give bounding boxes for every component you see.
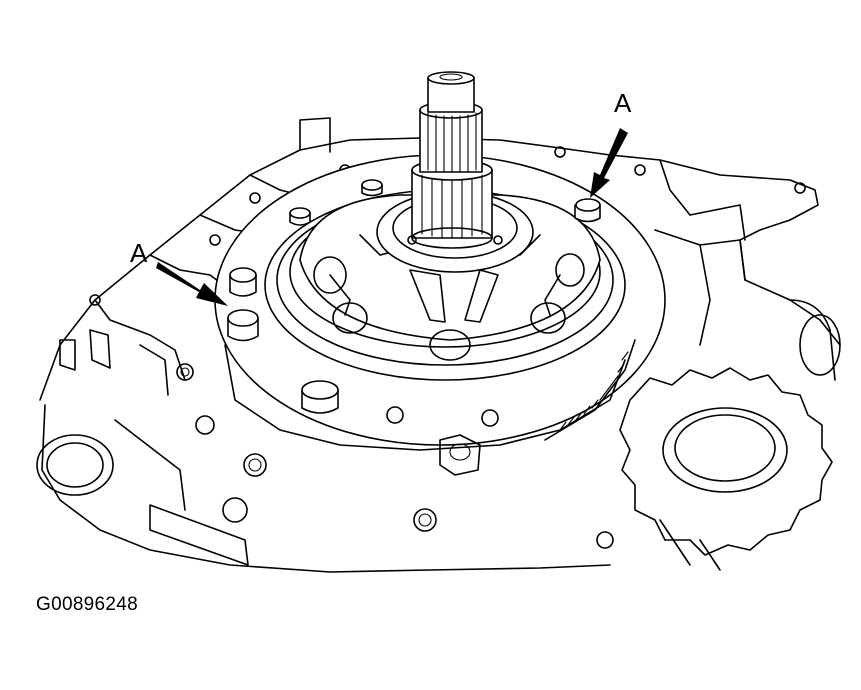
callout-label-right: A (614, 88, 632, 118)
ring-teeth (544, 339, 636, 441)
figure-id: G00896248 (36, 594, 139, 615)
input-shaft (376, 71, 534, 273)
callout-arrow-right (590, 128, 628, 198)
bolt-rear (361, 179, 383, 197)
bolt-left-lower (227, 309, 259, 342)
housing-outline (39, 117, 841, 573)
bolt-right (574, 198, 601, 223)
callout-arrow-left (156, 262, 228, 306)
pump-bolts (227, 179, 601, 414)
bolt-rear-left (289, 207, 311, 226)
bolt-front (301, 380, 339, 414)
bolt-left-upper (229, 267, 257, 297)
callout-label-left: A (130, 238, 148, 268)
differential-gear (619, 299, 841, 571)
